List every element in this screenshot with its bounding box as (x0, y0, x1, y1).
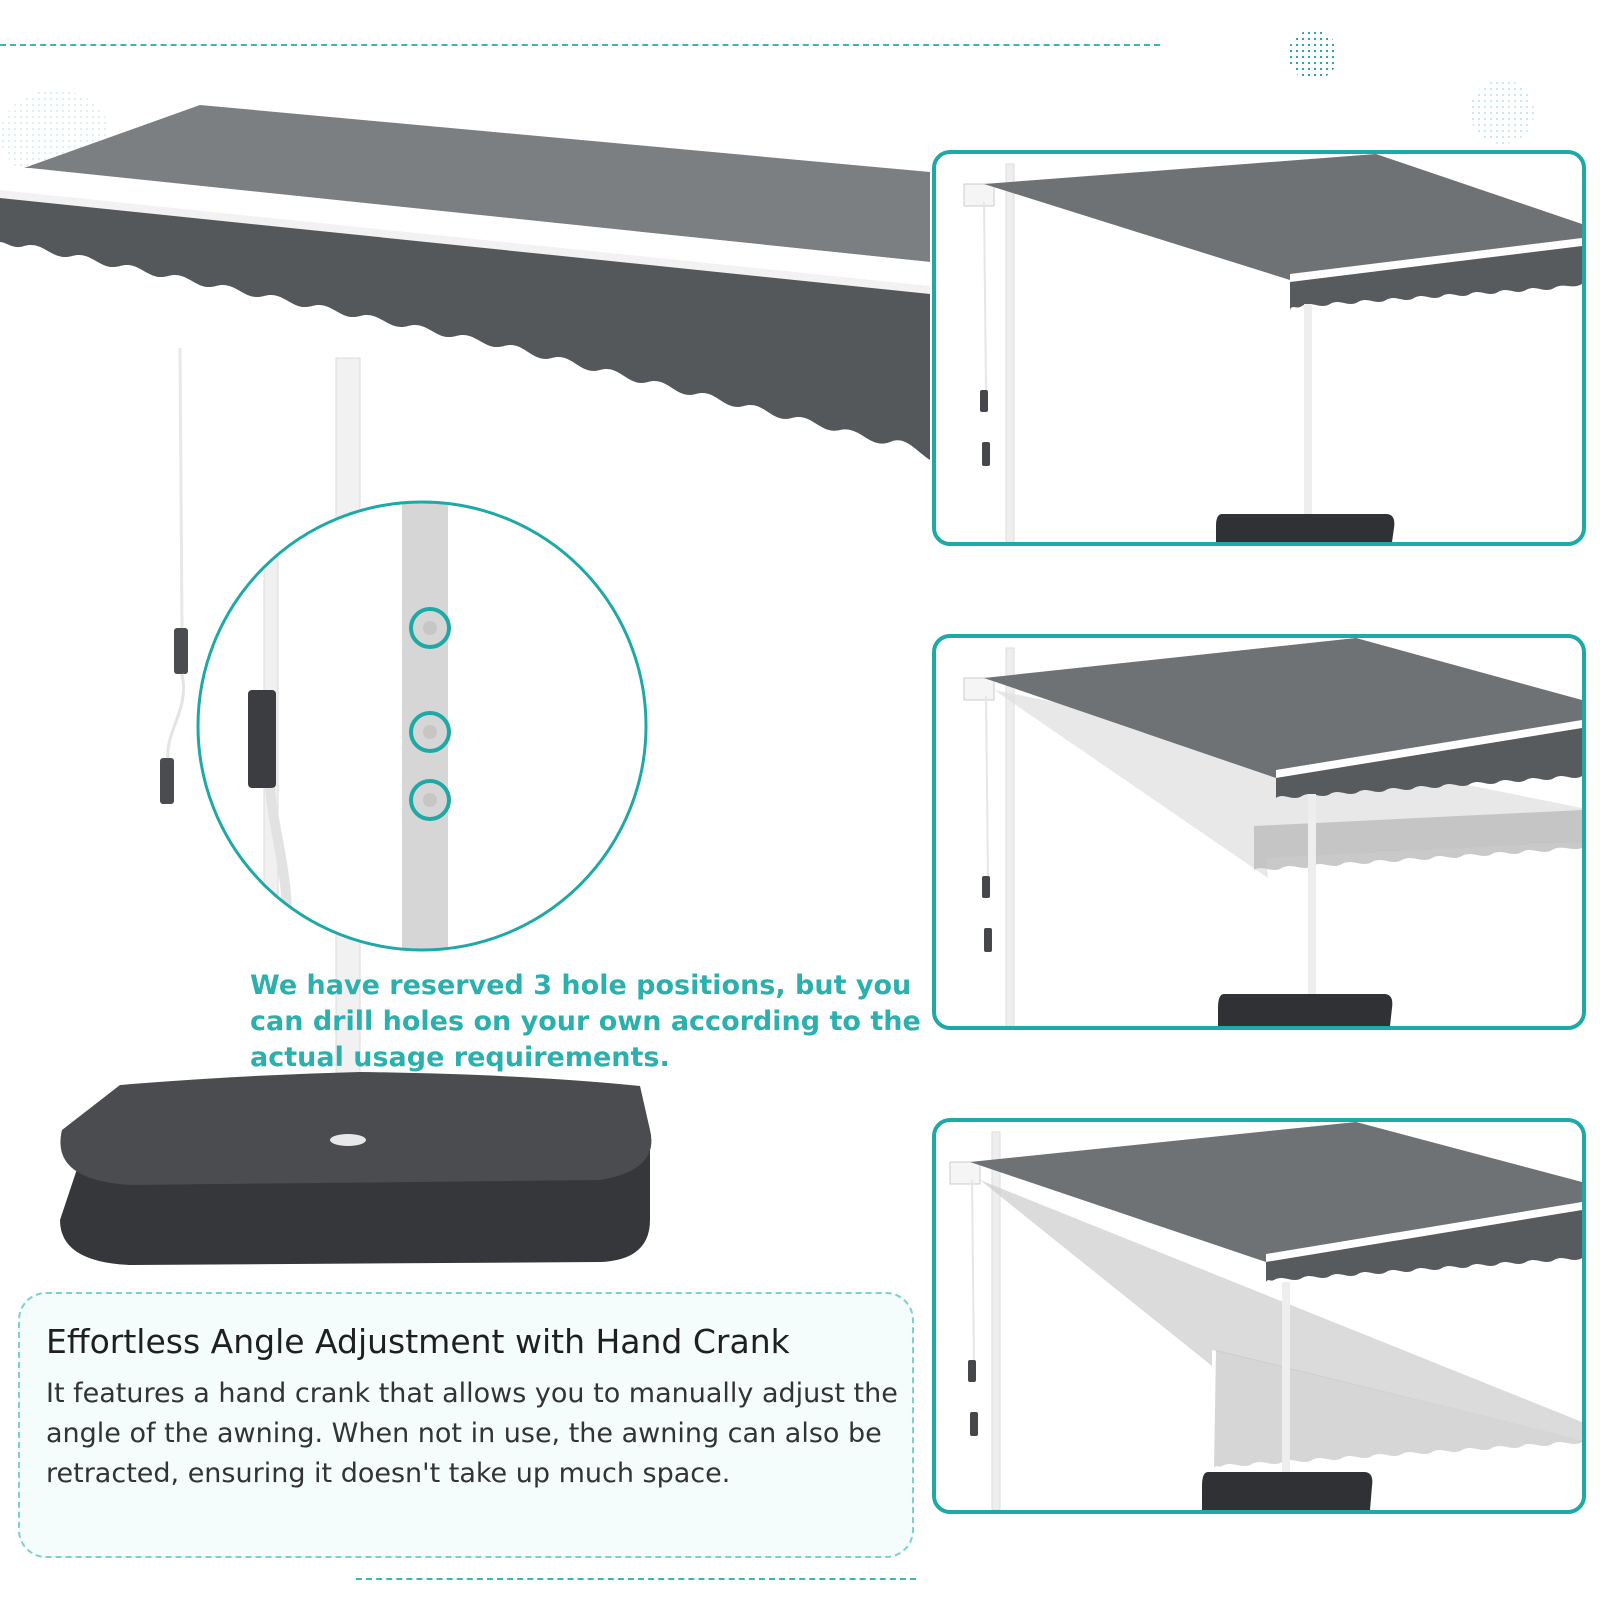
top-dashed-divider (0, 44, 1160, 46)
angle-panel-tilted (932, 634, 1586, 1030)
hole-positions-note: We have reserved 3 hole positions, but y… (250, 970, 921, 1073)
bottom-dashed-divider (356, 1578, 916, 1580)
angle-panel-extended (932, 150, 1586, 546)
hole-marker-icon (409, 779, 451, 821)
hole-marker-icon (409, 711, 451, 753)
decor-dot-circle (1288, 30, 1338, 80)
feature-card (18, 1292, 914, 1558)
hole-detail-zoom (196, 500, 648, 952)
crank-handle-icon (248, 690, 276, 788)
feature-description: It features a hand crank that allows you… (46, 1378, 898, 1489)
angle-panel-steep (932, 1118, 1586, 1514)
feature-title: Effortless Angle Adjustment with Hand Cr… (46, 1322, 790, 1361)
crank-handle-icon (174, 628, 188, 674)
decor-dot-circle-light (1470, 80, 1534, 144)
hole-marker-icon (409, 607, 451, 649)
